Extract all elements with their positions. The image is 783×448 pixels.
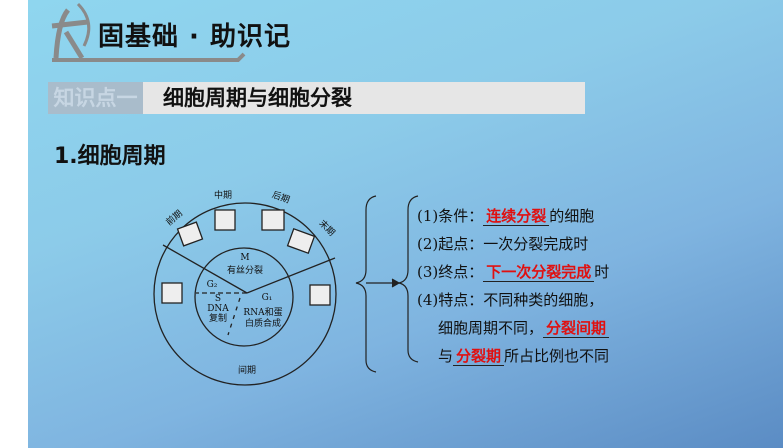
point-suffix: 时: [594, 263, 610, 281]
subsection-title: 1.细胞周期: [54, 144, 166, 169]
mitosis-label: 有丝分裂: [227, 264, 263, 276]
outer-circle: [153, 202, 337, 386]
g2-label: G₂: [207, 280, 218, 290]
interphase-cell-icon-right: [309, 284, 331, 306]
m-label: M: [240, 253, 249, 263]
knowledge-point-tag: 知识点一: [48, 82, 143, 114]
interphase-cell-icon-left: [161, 282, 183, 304]
answer-division-phase: 分裂期: [453, 347, 505, 366]
answer-next-division-complete: 下一次分裂完成: [483, 263, 595, 282]
g1-label: G₁: [262, 293, 273, 303]
answer-continuous-division: 连续分裂: [483, 207, 550, 226]
point-condition: (1)条件：连续分裂的细胞: [417, 205, 594, 226]
point-suffix: 所占比例也不同: [504, 347, 610, 365]
dna-label: DNA: [207, 304, 229, 314]
point-feature-line3: 与分裂期所占比例也不同: [438, 345, 609, 366]
anaphase-cell-icon: [261, 209, 285, 231]
cell-cycle-diagram: 前期 中期 后期 末期 M 有丝分裂 G₂ S DNA 复制 G₁ RNA和蛋 …: [153, 189, 419, 386]
replication-label: 复制: [209, 312, 227, 324]
telophase-cell-icon: [286, 227, 316, 255]
knowledge-point-bar: 知识点一 细胞周期与细胞分裂: [48, 82, 585, 114]
metaphase-cell-icon: [214, 209, 236, 231]
interphase-label: 间期: [238, 364, 256, 376]
point-feature-line2: 细胞周期不同，分裂间期: [438, 317, 610, 338]
archer-logo-icon: [51, 2, 246, 62]
knowledge-point-title: 细胞周期与细胞分裂: [163, 86, 352, 110]
point-feature-line1: (4)特点：不同种类的细胞，: [417, 291, 604, 309]
point-suffix: 的细胞: [549, 207, 595, 225]
phase-label-prophase: 前期: [163, 207, 185, 228]
point-label: (1)条件：: [417, 207, 484, 225]
rna-protein-label-1: RNA和蛋: [243, 307, 282, 318]
point-label: (3)终点：: [417, 263, 484, 281]
s-label: S: [215, 294, 221, 304]
answer-interphase: 分裂间期: [543, 319, 610, 338]
inner-circle: [194, 247, 294, 347]
phase-label-metaphase: 中期: [214, 189, 232, 201]
slide: 固基础 · 助识记 知识点一 细胞周期与细胞分裂 1.细胞周期 前期 中期 后期…: [28, 0, 783, 448]
phase-label-anaphase: 后期: [271, 189, 292, 205]
prophase-cell-icon: [176, 221, 204, 247]
point-text: 细胞周期不同，: [438, 319, 544, 337]
rna-protein-label-2: 白质合成: [245, 317, 281, 329]
section-header-title: 固基础 · 助识记: [98, 22, 291, 52]
point-text: 与: [438, 347, 454, 365]
phase-label-telophase: 末期: [317, 217, 338, 238]
point-start: (2)起点：一次分裂完成时: [417, 235, 589, 253]
point-end: (3)终点：下一次分裂完成时: [417, 261, 609, 282]
brace-icon: [355, 195, 419, 373]
